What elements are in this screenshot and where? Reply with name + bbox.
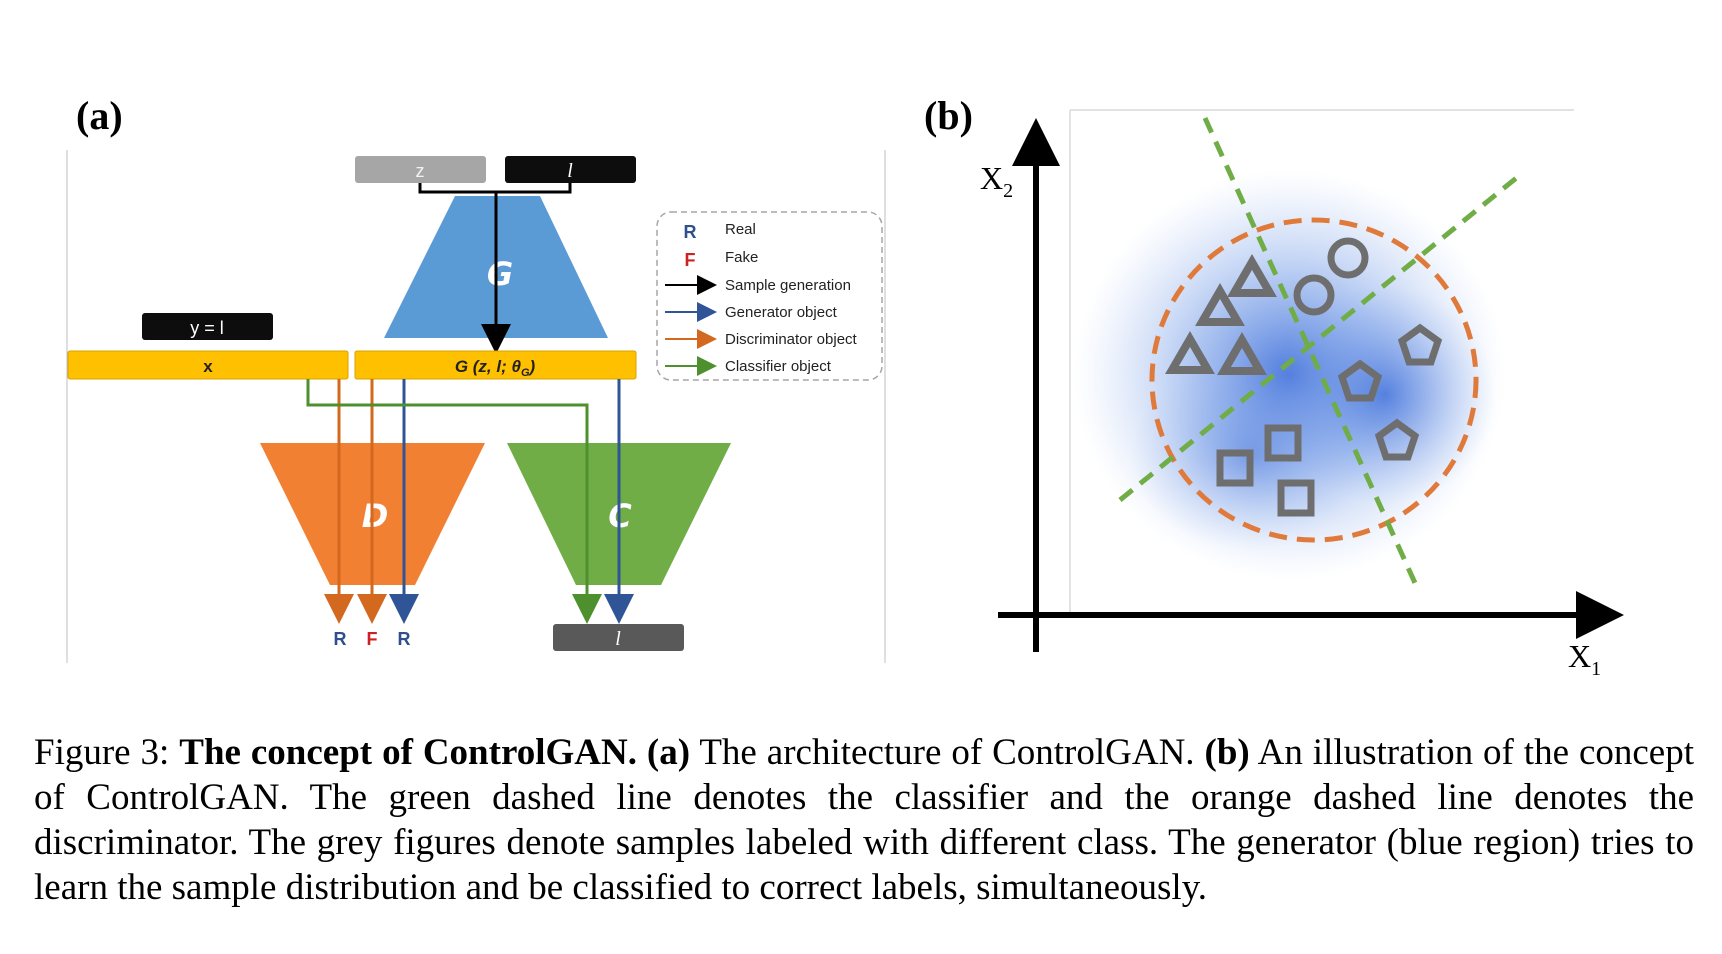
square-sample: [1264, 424, 1302, 462]
legend-real-text: Real: [725, 221, 756, 238]
y-axis-label: X2: [980, 160, 1013, 202]
output-real-1: R: [334, 629, 347, 649]
square-sample: [1216, 449, 1254, 487]
panel-b-label: (b): [924, 93, 973, 138]
panel-a-label: (a): [76, 93, 123, 138]
caption-a-text: The architecture of ControlGAN.: [690, 732, 1205, 773]
legend-generator-object-text: Generator object: [725, 304, 838, 321]
circle-sample: [1327, 237, 1369, 279]
real-sample-x-label: x: [203, 357, 213, 376]
classifier-boundary-1: [1202, 116, 1418, 585]
pentagon-sample: [1337, 359, 1383, 402]
legend-real-symbol: R: [684, 222, 697, 242]
l-output-box: [553, 624, 684, 651]
legend-classifier-object-text: Classifier object: [725, 358, 832, 375]
figure-graphics: z l G y = l x G (z, l; θG) D C: [66, 109, 1624, 680]
legend-fake-text: Fake: [725, 249, 758, 266]
y-equals-l-box: [142, 313, 273, 340]
legend-fake-symbol: F: [685, 250, 696, 270]
caption-b-text: An illustration of the concept of Contro…: [34, 732, 1694, 908]
x-axis-label: X1: [1568, 638, 1601, 680]
classifier-object-arrow: [306, 379, 602, 624]
discriminator-label: D: [362, 497, 389, 535]
generated-sample-label: G (z, l; θG): [455, 357, 536, 379]
generator-label: G: [487, 255, 513, 293]
panel-b-illustration: X2 X1: [980, 109, 1624, 680]
l-input-label: l: [567, 160, 573, 182]
circle-sample: [1293, 274, 1335, 316]
triangle-sample: [1195, 283, 1245, 326]
triangle-sample: [1217, 332, 1267, 375]
output-real-2: R: [398, 629, 411, 649]
pentagon-samples: [1337, 323, 1443, 461]
classifier-boundary-2: [1118, 173, 1522, 502]
output-fake: F: [367, 629, 378, 649]
caption-title: The concept of ControlGAN.: [179, 732, 637, 773]
figure-caption: Figure 3: The concept of ControlGAN. (a)…: [34, 730, 1694, 910]
discriminator-boundary: [1149, 217, 1479, 543]
caption-prefix: Figure 3:: [34, 732, 180, 773]
real-sample-x-box: [67, 350, 349, 380]
l-output-label: l: [615, 628, 621, 650]
pentagon-sample: [1397, 323, 1443, 366]
square-sample: [1277, 479, 1315, 517]
caption-b-label: (b): [1204, 732, 1250, 773]
y-equals-l-label: y = l: [190, 318, 224, 338]
l-input-box: [505, 156, 636, 183]
pentagon-sample: [1374, 418, 1420, 461]
triangle-sample: [1227, 254, 1277, 297]
triangle-samples: [1165, 254, 1277, 375]
circle-samples: [1293, 237, 1369, 316]
z-input-box: [355, 156, 486, 183]
triangle-sample: [1165, 331, 1215, 374]
panel-a-diagram: z l G y = l x G (z, l; θG) D C: [66, 150, 886, 663]
input-join-bracket: [418, 183, 572, 194]
square-samples: [1216, 424, 1315, 517]
generated-sample-box: [354, 350, 637, 380]
legend-sample-generation-text: Sample generation: [725, 277, 851, 294]
legend-discriminator-object-text: Discriminator object: [725, 331, 858, 348]
z-input-label: z: [416, 161, 425, 181]
caption-a-label: (a): [646, 732, 691, 773]
